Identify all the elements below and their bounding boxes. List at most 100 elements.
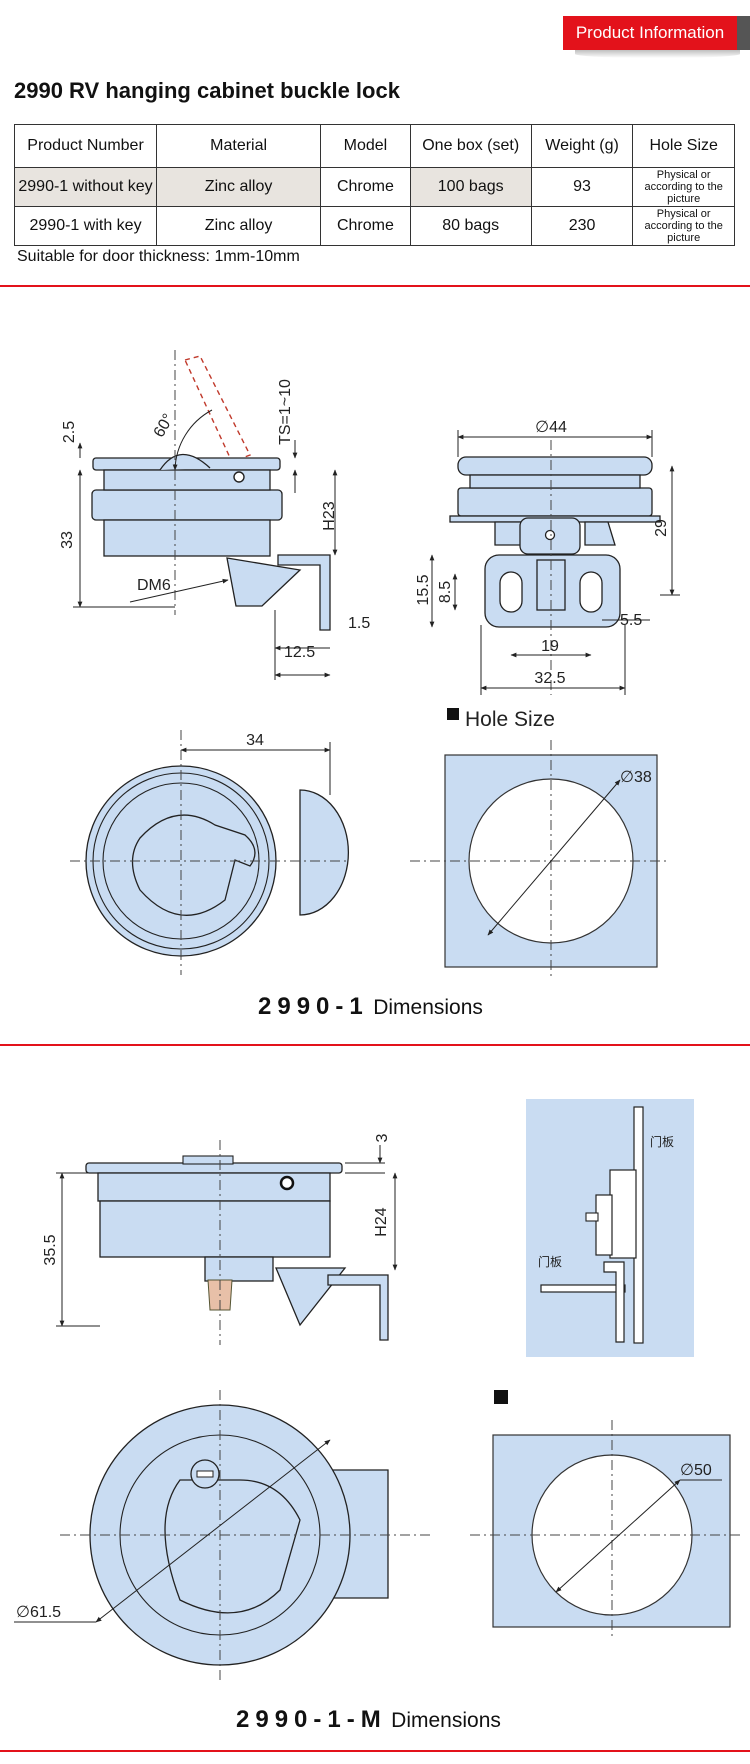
dim-label-3: 3: [374, 1133, 391, 1142]
pivot-pin: [233, 471, 245, 483]
bezel-cap-m: [182, 1155, 234, 1165]
badge-shadow: [575, 50, 740, 58]
lug-right: [584, 521, 616, 546]
top-view-drawing: 34: [70, 730, 350, 975]
cell-material: Zinc alloy: [156, 167, 322, 207]
installed-view-m-drawing: 门板 门板: [526, 1099, 694, 1357]
dim-label-dia38: ∅38: [620, 769, 652, 786]
caption-2990-1: 2990-1 Dimensions: [258, 993, 483, 1021]
cell-hole-size: Physical or according to the picture: [632, 206, 735, 246]
cell-box: 100 bags: [409, 167, 532, 207]
caption-2990-1-m: 2990-1-M Dimensions: [236, 1706, 501, 1734]
hub-screw: [544, 529, 556, 541]
dim-label-dia44: ∅44: [535, 419, 567, 436]
key-hole-m: [279, 1175, 295, 1191]
dim-label-h23: H23: [321, 501, 338, 530]
lock-body: [91, 489, 283, 521]
table-header-row: Product Number Material Model One box (s…: [13, 124, 735, 168]
lever-head: [159, 453, 211, 471]
latch-cam: [226, 557, 302, 607]
cell-model: Chrome: [320, 206, 411, 246]
front-view-drawing: ∅44 29 15.5 8.5 5.5 19 32.5: [415, 419, 680, 695]
table-row: 2990-1 without key Zinc alloy Chrome 100…: [13, 167, 735, 207]
lever-top: [131, 814, 256, 916]
open-lever-outline: [184, 355, 251, 463]
caption-code: 2990-1-M: [236, 1706, 387, 1733]
lock-body-m: [99, 1200, 331, 1258]
badge-tail: [737, 16, 750, 50]
dim-label-1-5: 1.5: [348, 615, 370, 632]
table-row: 2990-1 with key Zinc alloy Chrome 80 bag…: [13, 206, 735, 246]
cell-weight: 93: [530, 167, 634, 207]
square-bullet-icon: [494, 1390, 508, 1404]
angle-arc: [172, 409, 213, 471]
product-information-badge: Product Information: [563, 16, 737, 50]
strike-installed: [603, 1261, 625, 1343]
door-thickness-note: Suitable for door thickness: 1mm-10mm: [17, 248, 300, 265]
col-hole-size: Hole Size: [632, 124, 735, 168]
hole-size-heading: Hole Size: [465, 708, 555, 731]
dim-label-35-5: 35.5: [42, 1234, 59, 1265]
dim-line: [129, 578, 229, 603]
cell-box: 80 bags: [409, 206, 532, 246]
dim-label-32-5: 32.5: [534, 670, 565, 687]
dim-label-ts: TS=1~10: [277, 379, 294, 445]
caption-word: Dimensions: [373, 996, 483, 1019]
square-bullet-icon: [447, 708, 459, 720]
latch-tip: [585, 1212, 599, 1222]
divider-line: [0, 285, 750, 287]
dim-label-29: 29: [653, 519, 670, 537]
dim-label-2-5: 2.5: [61, 421, 78, 443]
dim-label-19: 19: [541, 638, 559, 655]
side-view-m-drawing: 3 35.5 H24: [42, 1133, 398, 1345]
dim-label-h24: H24: [373, 1207, 390, 1236]
dim-label-12-5: 12.5: [284, 644, 315, 661]
slot-right: [579, 571, 603, 613]
top-view-m-drawing: ∅61.5: [14, 1390, 430, 1680]
dim-label-dm6: DM6: [137, 577, 171, 594]
dim-line: [555, 1479, 681, 1593]
hub-m: [204, 1256, 274, 1282]
hole-size-m-drawing: ∅50: [470, 1390, 740, 1640]
door-panel-horizontal: [540, 1284, 626, 1293]
latch-installed: [595, 1194, 613, 1256]
col-product-number: Product Number: [13, 124, 158, 168]
strike-plate-top: [299, 789, 350, 916]
dim-line: [487, 779, 621, 936]
col-box: One box (set): [409, 124, 532, 168]
lock-body-front: [457, 487, 653, 517]
col-model: Model: [320, 124, 411, 168]
door-panel-label: 门板: [650, 1134, 674, 1149]
lock-housing: [103, 469, 271, 491]
lock-housing-m: [97, 1172, 331, 1202]
caption-word: Dimensions: [391, 1709, 501, 1732]
dim-label-dia61-5: ∅61.5: [16, 1604, 61, 1621]
divider-line: [0, 1044, 750, 1046]
side-view-drawing: 2.5 60° TS=1~10 H23 33 DM6 1.5 12.5: [59, 350, 370, 680]
bezel-top: [457, 456, 653, 476]
dim-label-5-5: 5.5: [620, 612, 642, 629]
divider-line: [0, 1750, 750, 1752]
dim-label-8-5: 8.5: [437, 581, 454, 603]
dim-label-15-5: 15.5: [415, 574, 432, 605]
product-title: 2990 RV hanging cabinet buckle lock: [14, 78, 400, 103]
dim-line: [95, 1439, 331, 1623]
cell-hole-size: Physical or according to the picture: [632, 167, 735, 207]
spec-table: Product Number Material Model One box (s…: [13, 124, 735, 246]
lock-body-installed: [609, 1169, 637, 1259]
dim-label-dia50: ∅50: [680, 1462, 712, 1479]
dim-label-33: 33: [59, 531, 76, 549]
dim-label-34: 34: [246, 732, 264, 749]
strike-bracket: [277, 554, 331, 631]
door-panel-label: 门板: [538, 1254, 562, 1269]
lock-base: [103, 519, 271, 557]
cell-product-number: 2990-1 with key: [13, 206, 158, 246]
caption-code: 2990-1: [258, 993, 369, 1020]
dim-label-angle: 60°: [151, 411, 178, 440]
strike-bracket-m: [327, 1274, 389, 1341]
housing-front: [469, 474, 641, 489]
cell-material: Zinc alloy: [156, 206, 322, 246]
cell-weight: 230: [530, 206, 634, 246]
cell-product-number: 2990-1 without key: [13, 167, 158, 207]
hole-size-drawing: Hole Size ∅38: [410, 708, 668, 980]
